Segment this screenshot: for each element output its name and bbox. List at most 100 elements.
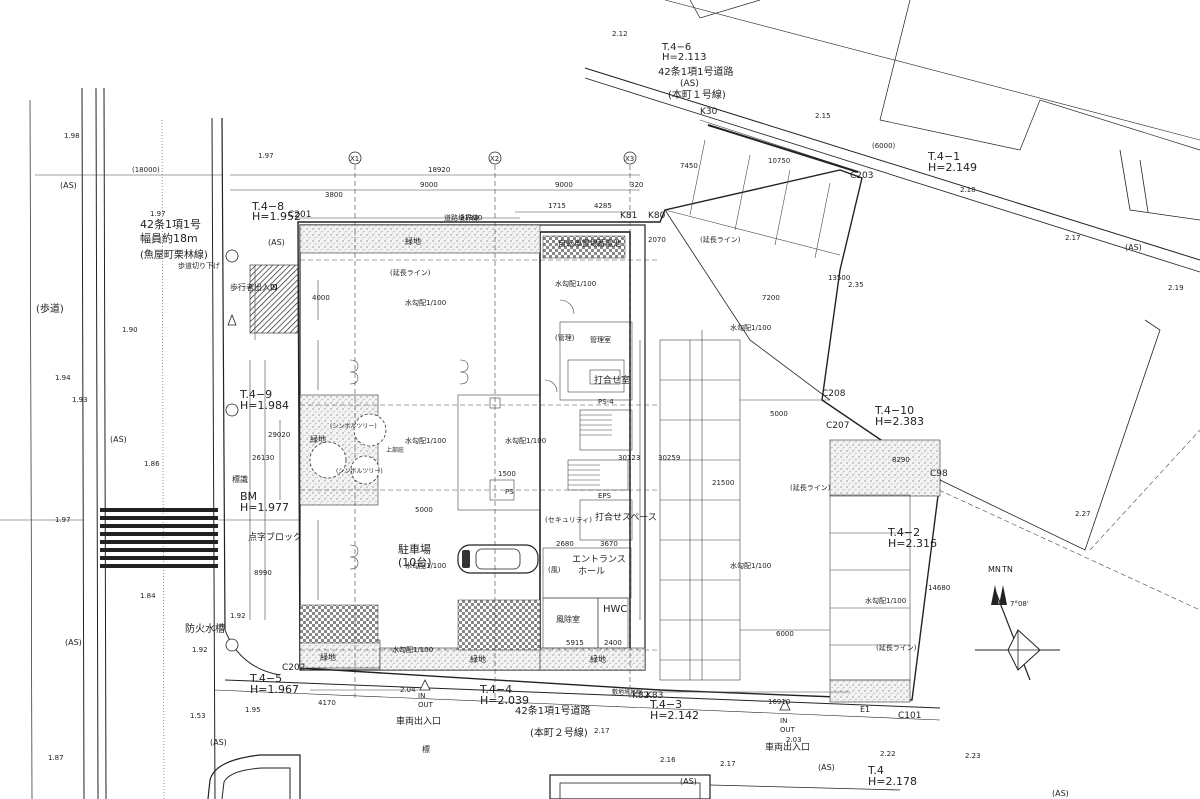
- south-road: [207, 629, 941, 799]
- trees: [309, 413, 387, 485]
- wheel-stops: [349, 359, 469, 570]
- room-kanri: (管理): [555, 333, 575, 342]
- room-green-s1: 緑地: [320, 652, 336, 662]
- room-trash: 風除室: [556, 614, 580, 624]
- bm-t44h: H=2.039: [480, 694, 529, 707]
- bm-t46: T.4−6: [661, 42, 691, 53]
- north-road-as: (AS): [680, 79, 699, 89]
- dim-30259: 30259: [658, 454, 680, 462]
- road-line: 道路境界線: [444, 213, 479, 222]
- in-label: IN: [418, 692, 425, 700]
- level: 1.53: [190, 712, 206, 720]
- point-k80: K80: [648, 211, 666, 221]
- west-road-width: 幅員約18m: [140, 231, 198, 245]
- sign-label: 標識: [232, 474, 248, 484]
- boundary-line-label: 敷地境界線: [612, 688, 642, 696]
- bm-t410h: H=2.383: [875, 415, 924, 428]
- dim-6000v: (6000): [872, 142, 896, 150]
- dim-21500: 21500: [712, 479, 734, 487]
- bm-t49h: H=1.984: [240, 399, 289, 412]
- sidewalk-label: (歩道): [36, 302, 64, 315]
- dim-total: 18920: [428, 166, 450, 174]
- dim-west: (18000): [132, 166, 160, 174]
- north-mn: MN: [988, 565, 1001, 574]
- level: 1.90: [122, 326, 138, 334]
- as-label: (AS): [1125, 243, 1142, 252]
- level: 1.97: [258, 152, 274, 160]
- braille-block: 点字ブロック: [248, 531, 302, 543]
- dim-5000r: 5000: [770, 410, 788, 418]
- level: 1.93: [72, 396, 88, 404]
- dimension-lines: [35, 174, 850, 693]
- as-label: (AS): [268, 238, 285, 247]
- room-entrance: エントランス: [572, 554, 626, 565]
- dim-29020: 29020: [268, 431, 290, 439]
- bm-bmh: H=1.977: [240, 501, 289, 514]
- dim-1715: 1715: [548, 202, 566, 210]
- dim-right-off: 320: [630, 181, 643, 189]
- level: 2.22: [880, 750, 896, 758]
- dim-bay2: 9000: [555, 181, 573, 189]
- level: 1.95: [245, 706, 261, 714]
- point-k82: K82: [632, 691, 649, 701]
- out-label: OUT: [418, 701, 434, 709]
- stair: [568, 414, 612, 486]
- room-green-s2: 緑地: [470, 654, 486, 664]
- dim-7200: 7200: [762, 294, 780, 302]
- level: 2.15: [815, 112, 831, 120]
- axis-x3: X3: [625, 155, 634, 163]
- room-green-s3: 緑地: [590, 654, 606, 664]
- point-k81: K81: [620, 211, 637, 221]
- dim-30123: 30123: [618, 454, 640, 462]
- room-meeting2: 打合せスペース: [595, 511, 657, 523]
- out-label-2: OUT: [780, 726, 796, 734]
- bm-bm: BM: [240, 490, 257, 503]
- west-road-label: 42条1項1号: [140, 217, 201, 231]
- level: 2.17: [594, 727, 610, 735]
- as-label: (AS): [680, 777, 697, 786]
- bm-t41h: H=2.149: [928, 161, 977, 174]
- slope-label: 水勾配1/100: [405, 561, 446, 570]
- slope-label: 水勾配1/100: [405, 298, 446, 307]
- dim-16910: 16910: [768, 698, 790, 706]
- bm-t47h: H=2.178: [868, 775, 917, 788]
- level: 2.17: [1065, 234, 1081, 242]
- as-label: (AS): [210, 738, 227, 747]
- level: 1.94: [55, 374, 71, 382]
- axis-x2: X2: [490, 155, 499, 163]
- west-road: [0, 87, 300, 799]
- bm-t43h: H=2.142: [650, 709, 699, 722]
- dim-3670: 3670: [600, 540, 618, 548]
- room-meeting: 打合せ室: [594, 374, 630, 386]
- room-stair: 管理室: [590, 335, 611, 344]
- point-c202: C202: [282, 663, 305, 673]
- dim-4170: 4170: [318, 699, 336, 707]
- level: 2.16: [660, 756, 676, 764]
- dim-4000: 4000: [312, 294, 330, 302]
- dim-4285: 4285: [594, 202, 612, 210]
- sidewalk-lower: 歩道切り下げ: [178, 261, 220, 270]
- sign-label-2: 標: [422, 744, 430, 754]
- dim-8990: 8990: [254, 569, 272, 577]
- point-c98: C98: [930, 469, 948, 479]
- room-parking: 駐車場: [398, 542, 431, 556]
- point-c101: C101: [898, 711, 921, 721]
- boundary-extension: (延長ライン): [790, 483, 831, 492]
- slope-label: 水勾配1/100: [730, 323, 771, 332]
- dim-1500: 1500: [498, 470, 516, 478]
- pedestrian-in: IN: [270, 284, 277, 292]
- bm-t42h: H=2.316: [888, 537, 937, 550]
- bm-t45: T.4−5: [249, 672, 282, 685]
- bm-t47: T.4: [867, 764, 884, 777]
- level: 1.86: [144, 460, 160, 468]
- dim-5915: 5915: [566, 639, 584, 647]
- dim-2070: 2070: [648, 236, 666, 244]
- bm-t43: T.4−3: [649, 698, 682, 711]
- dim-2680: 2680: [556, 540, 574, 548]
- boundary-extension: (延長ライン): [876, 643, 917, 652]
- south-road-name: (本町２号線): [530, 726, 588, 739]
- bm-t48: T.4−8: [251, 200, 284, 213]
- room-hall: ホール: [578, 566, 605, 577]
- bm-t44: T.4−4: [479, 683, 512, 696]
